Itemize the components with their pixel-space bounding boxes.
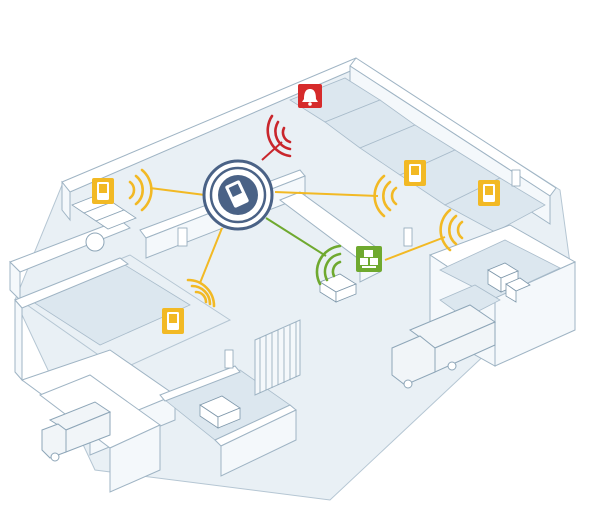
- door: [511, 169, 521, 187]
- wifi-icon: [128, 168, 153, 212]
- truck-left: [41, 401, 112, 462]
- wifi-icon: [186, 278, 216, 308]
- link-green-terminal-far-right: [384, 236, 446, 261]
- crate-stack: [487, 262, 531, 303]
- stairs: [71, 193, 137, 230]
- building: [9, 57, 577, 501]
- link-hub-terminal-center-right: [274, 191, 379, 197]
- link-hub-terminal-left: [149, 187, 206, 196]
- wifi-icon: [266, 114, 292, 158]
- link-hub-terminal-bottom-left: [199, 227, 223, 284]
- terminal-device-center-right[interactable]: [404, 160, 426, 186]
- warehouse-green-device[interactable]: [356, 246, 382, 272]
- link-hub-alarm: [261, 141, 283, 161]
- wifi-icon: [315, 244, 342, 286]
- wifi-icon: [373, 174, 398, 218]
- door: [177, 227, 188, 247]
- spiral-stair: [85, 232, 105, 252]
- bell-icon: [302, 89, 318, 106]
- terminal-device-bottom-left[interactable]: [162, 308, 184, 334]
- boxes-icon: [360, 250, 378, 268]
- pallet-stack: [319, 273, 357, 303]
- truck-right: [391, 304, 497, 389]
- crate-stack-lower: [199, 395, 241, 429]
- terminal-device-left[interactable]: [92, 178, 114, 204]
- alarm-bell-device[interactable]: [298, 84, 322, 108]
- link-hub-green: [265, 217, 327, 257]
- door: [403, 227, 413, 247]
- wifi-icon: [439, 208, 464, 252]
- terminal-device-far-right[interactable]: [478, 180, 500, 206]
- handheld-device-hub-icon[interactable]: [202, 159, 274, 231]
- network-links: [149, 141, 446, 284]
- door: [224, 349, 234, 369]
- wifi-waves: [128, 114, 464, 308]
